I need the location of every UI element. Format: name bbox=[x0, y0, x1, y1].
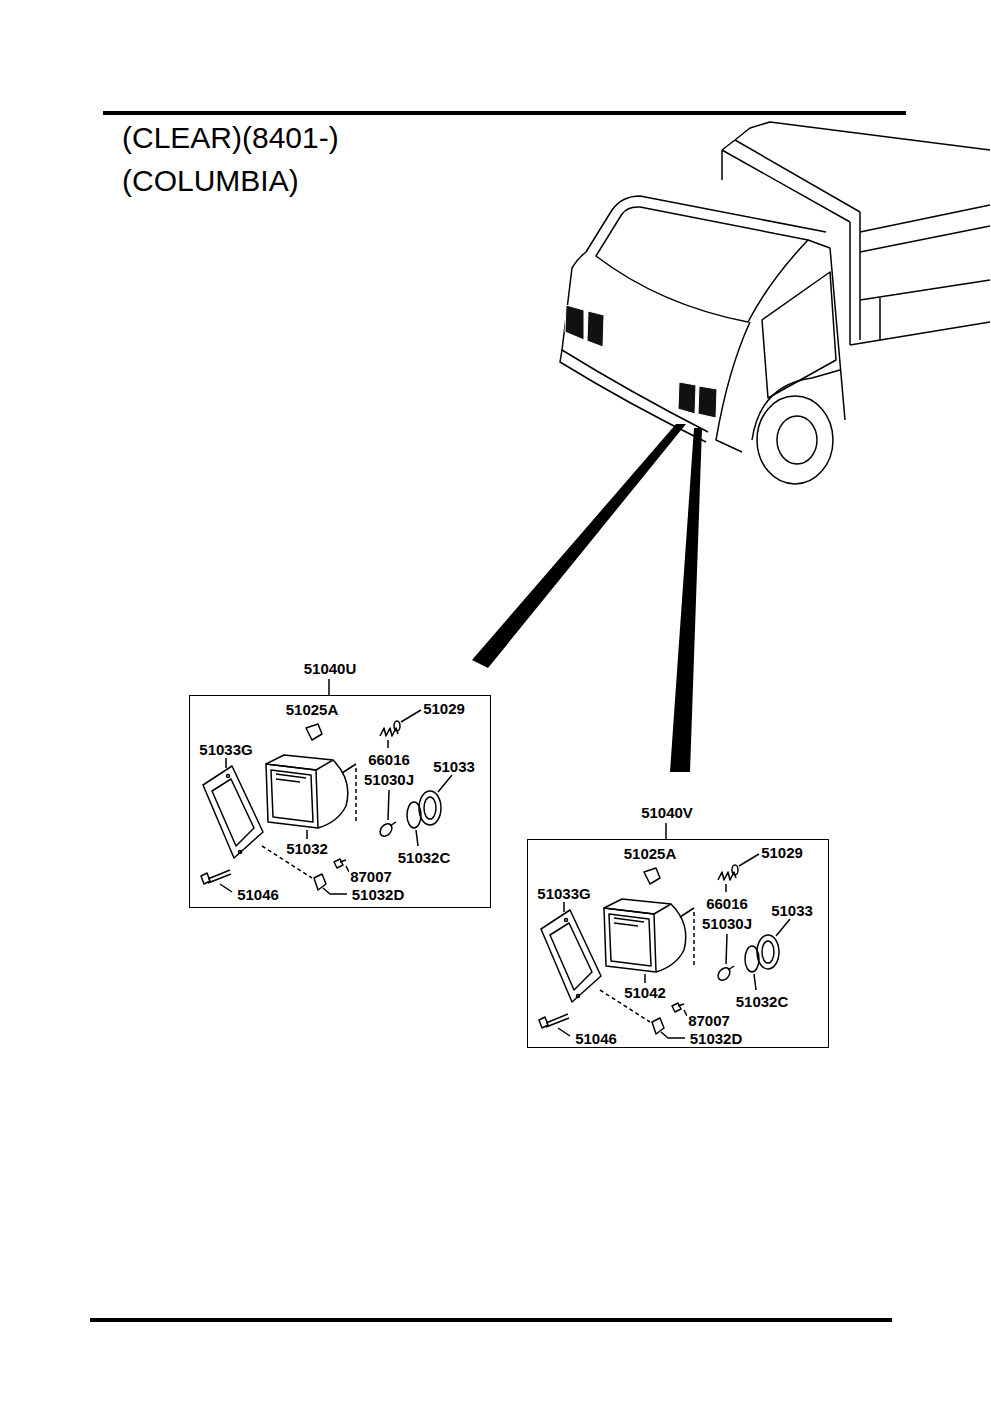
callout-number: 51032D bbox=[351, 887, 406, 902]
headlamp-mark bbox=[587, 311, 604, 347]
callout-number: 51046 bbox=[574, 1031, 618, 1046]
truck-drawing bbox=[560, 122, 990, 484]
door bbox=[762, 272, 836, 398]
leader-line bbox=[328, 679, 330, 695]
callout-number: 51032D bbox=[689, 1031, 744, 1046]
callout-number: 87007 bbox=[349, 869, 393, 884]
callout-number: 51025A bbox=[623, 846, 678, 861]
headlamp-mark bbox=[678, 382, 696, 414]
callout-number: 51029 bbox=[422, 701, 466, 716]
callout-number: 51033G bbox=[536, 886, 591, 901]
callout-number: 66016 bbox=[367, 752, 411, 767]
callout-number: 51032C bbox=[397, 850, 452, 865]
callout-number: 51032 bbox=[285, 841, 329, 856]
assembly-box: 51040V bbox=[527, 839, 829, 1048]
exploded-parts bbox=[201, 710, 452, 894]
windshield bbox=[596, 207, 808, 322]
bottom-rule bbox=[90, 1318, 892, 1322]
subheading: (COLUMBIA) bbox=[122, 164, 299, 197]
assembly-box: 51040U bbox=[189, 695, 491, 908]
callout-number: 51042 bbox=[623, 985, 667, 1000]
pointer-wedge bbox=[472, 424, 686, 668]
callout-number: 51033G bbox=[198, 742, 253, 757]
wheel-hub bbox=[777, 416, 817, 464]
callout-number: 51033 bbox=[770, 903, 814, 918]
leader-line bbox=[665, 823, 667, 839]
pointer-wedge bbox=[670, 428, 702, 772]
headlamp-mark bbox=[565, 305, 584, 340]
assembly-number: 51040U bbox=[303, 661, 358, 676]
top-rule bbox=[103, 111, 906, 115]
cab-roof bbox=[586, 196, 826, 252]
callout-number: 51033 bbox=[432, 759, 476, 774]
cab-corner bbox=[716, 322, 750, 452]
callout-number: 51046 bbox=[236, 887, 280, 902]
callout-number: 87007 bbox=[687, 1013, 731, 1028]
callout-number: 51029 bbox=[760, 845, 804, 860]
callout-number: 51030J bbox=[363, 772, 415, 787]
cab-side bbox=[808, 240, 845, 420]
headlamp-marks bbox=[565, 305, 717, 418]
callout-number: 51025A bbox=[285, 702, 340, 717]
wheel bbox=[757, 396, 833, 484]
callout-number: 66016 bbox=[705, 896, 749, 911]
callout-number: 51032C bbox=[735, 994, 790, 1009]
cargo-rack bbox=[722, 122, 990, 345]
assembly-number: 51040V bbox=[640, 805, 694, 820]
headlamp-mark bbox=[698, 386, 717, 418]
exploded-parts bbox=[539, 854, 790, 1038]
callout-number: 51030J bbox=[701, 916, 753, 931]
heading: (CLEAR)(8401-) bbox=[122, 121, 339, 154]
wheel-arch bbox=[752, 370, 840, 440]
bumper bbox=[560, 350, 706, 442]
